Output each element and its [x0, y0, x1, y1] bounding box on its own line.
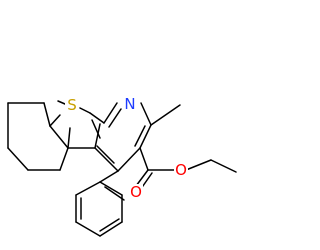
bond: [108, 108, 122, 128]
bond: [43, 102, 51, 127]
structure-canvas: S N O O: [7, 95, 237, 237]
bond: [140, 102, 152, 126]
bond: [91, 119, 101, 139]
bond: [89, 112, 105, 124]
bond: [79, 107, 91, 114]
bond: [139, 147, 149, 171]
bond: [104, 186, 125, 201]
bond: [94, 147, 119, 172]
bond: [96, 145, 115, 164]
bond: [49, 125, 69, 149]
bond: [94, 123, 101, 149]
ethyl-ester-group: [132, 147, 237, 194]
bond: [99, 181, 123, 196]
thiophene-ring: [49, 100, 105, 149]
bond: [99, 170, 119, 183]
cyclohexane-ring: [7, 102, 69, 171]
atom-label-sulfur: S: [67, 96, 77, 114]
phenyl-ring: [75, 170, 125, 237]
atom-label-carbonyl-oxygen: O: [130, 183, 142, 201]
bond: [185, 159, 212, 171]
bond: [75, 221, 101, 237]
bond: [99, 221, 123, 237]
bond: [7, 147, 29, 171]
bond: [117, 147, 141, 172]
bond: [75, 181, 101, 196]
bond: [59, 147, 69, 171]
bond: [139, 124, 152, 149]
molecule-diagram: S N O O: [7, 95, 237, 237]
pyridine-ring: [94, 102, 152, 172]
bond: [49, 114, 61, 127]
bond: [99, 218, 120, 232]
bond: [67, 127, 71, 149]
atom-label-nitrogen: N: [124, 95, 135, 113]
bond: [103, 102, 118, 124]
bond: [134, 125, 146, 147]
methyl-bond: [150, 104, 181, 126]
bond: [210, 159, 237, 173]
atom-label-ester-oxygen: O: [175, 161, 187, 179]
